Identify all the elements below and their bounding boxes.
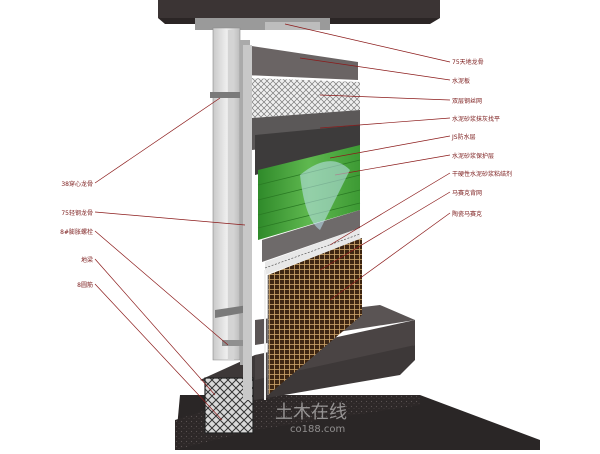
watermark: 土木在线 co188.com [275,161,350,435]
cement-board [243,45,358,400]
wire-mesh [252,78,360,118]
watermark-main: 土木在线 [275,402,347,423]
cross-channel [210,92,252,346]
label-right-3: 水泥砂浆抹灰找平 [452,115,500,123]
adhesive-layer [262,210,360,262]
leader-lines-left [94,97,246,421]
label-right-2: 双层钢丝网 [452,97,482,105]
label-right-8: 陶瓷马赛克 [452,210,482,218]
label-right-4: JS防水层 [451,133,476,141]
label-right-1: 水泥板 [452,77,470,85]
label-right-5: 水泥砂浆保护层 [452,152,494,160]
label-left-2: 8#膨胀螺栓 [60,228,93,236]
watermark-sub: co188.com [290,424,345,435]
label-left-4: 8圆筋 [77,281,93,289]
label-left-0: 38穿心龙骨 [61,180,93,188]
label-left-3: 地梁 [81,256,93,264]
label-left-1: 75轻钢龙骨 [61,209,93,217]
mosaic-backnet [264,228,361,275]
label-right-7: 马赛克背网 [452,189,482,197]
edge-trim [264,270,269,400]
waterproof-layer [255,125,360,175]
ceramic-mosaic [268,238,362,395]
label-right-6: 干硬性水泥砂浆粘结剂 [452,170,512,178]
leader-lines-right [284,23,451,301]
label-right-0: 75天地龙骨 [452,58,484,66]
